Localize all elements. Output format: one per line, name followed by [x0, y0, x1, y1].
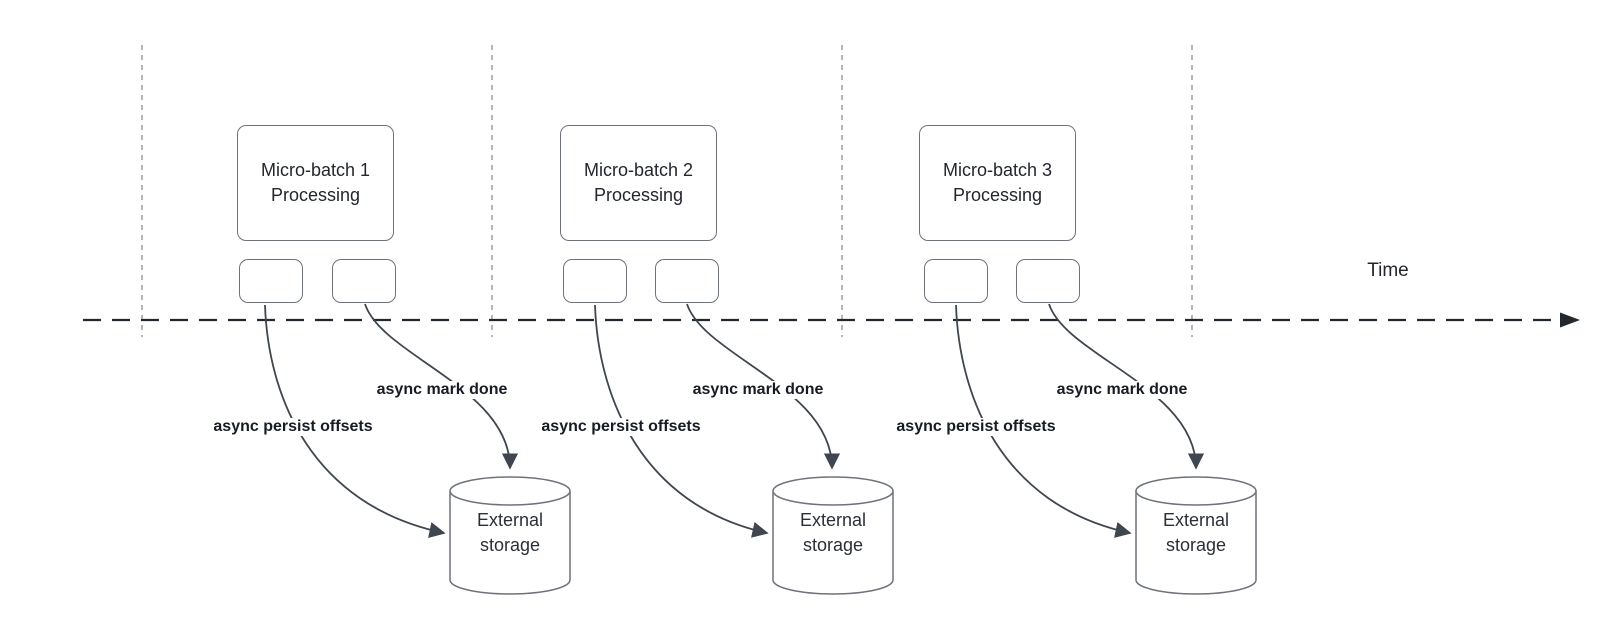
- micro-batch-3-offset-task-rect: [924, 259, 988, 303]
- mark-done-arrow-1: [364, 303, 519, 470]
- external-storage-label-3: External storage: [1162, 510, 1230, 555]
- mark-done-label-1: async mark done: [373, 381, 511, 399]
- external-storage-label-2: External storage: [799, 510, 867, 555]
- external-storage-cylinder-icon-2: [772, 476, 894, 595]
- micro-batch-2-offset-task-rect: [563, 259, 627, 303]
- persist-offsets-label-1: async persist offsets: [210, 418, 376, 436]
- micro-batch-3-processing-box: Micro-batch 3 Processing: [919, 125, 1076, 241]
- persist-offsets-arrow-2: [594, 304, 769, 538]
- mark-done-label-3: async mark done: [1053, 381, 1191, 399]
- persist-offsets-label-2: async persist offsets: [538, 418, 704, 436]
- micro-batch-2-processing-box: Micro-batch 2 Processing: [560, 125, 717, 241]
- persist-offsets-arrow-1: [264, 304, 446, 538]
- mark-done-arrow-3: [1048, 303, 1205, 470]
- micro-batch-3-done-task-rect: [1016, 259, 1080, 303]
- time-axis-label: Time: [1367, 260, 1409, 281]
- micro-batch-1-processing-box: Micro-batch 1 Processing: [237, 125, 394, 241]
- external-storage-cylinder-icon-1: [449, 476, 571, 595]
- mark-done-arrow-2: [686, 303, 841, 470]
- micro-batch-1-done-task-rect: [332, 259, 396, 303]
- micro-batch-2-done-task-rect: [655, 259, 719, 303]
- external-storage-cylinder-icon-3: [1135, 476, 1257, 595]
- persist-offsets-arrow-3: [955, 304, 1132, 538]
- micro-batch-1-offset-task-rect: [239, 259, 303, 303]
- persist-offsets-label-3: async persist offsets: [893, 418, 1059, 436]
- mark-done-label-2: async mark done: [689, 381, 827, 399]
- timeline-arrowhead-icon: [1560, 312, 1580, 328]
- external-storage-label-1: External storage: [476, 510, 544, 555]
